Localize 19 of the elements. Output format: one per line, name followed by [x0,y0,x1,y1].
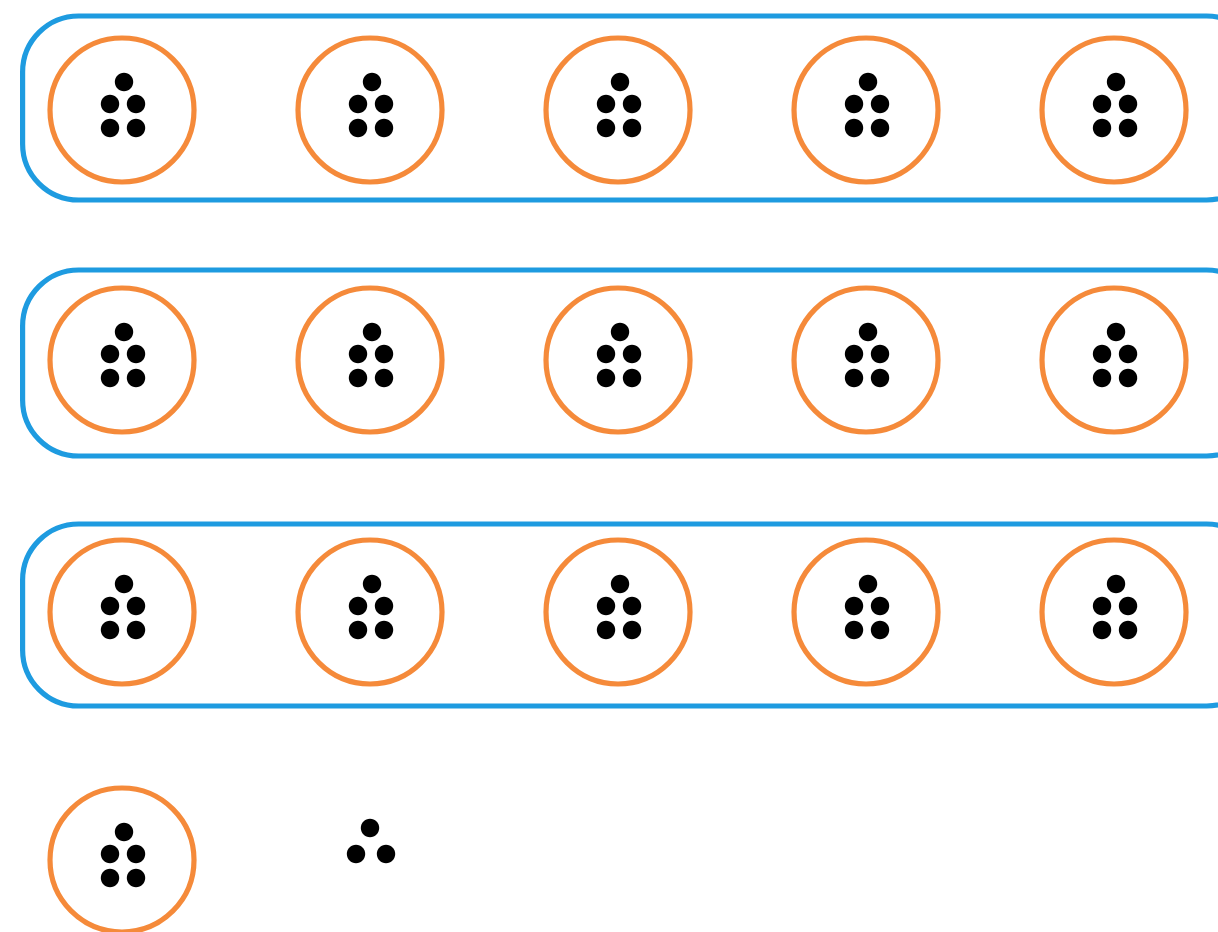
ring-with-dots [791,35,941,185]
ring-with-dots [47,785,197,932]
ring-with-dots [1039,537,1189,687]
ring-with-dots [47,35,197,185]
ring-with-dots [295,537,445,687]
band-outline [20,267,1218,459]
ring-with-dots [1039,285,1189,435]
ring-with-dots [791,537,941,687]
ring-with-dots [543,537,693,687]
ring-with-dots [47,537,197,687]
ring-with-dots [543,35,693,185]
band-outline [20,521,1218,709]
ring-with-dots [543,285,693,435]
ring-with-dots [295,35,445,185]
ring-with-dots [295,285,445,435]
ring-with-dots [47,285,197,435]
ring-with-dots [791,285,941,435]
band-outline [20,13,1218,203]
ring-with-dots [1039,35,1189,185]
